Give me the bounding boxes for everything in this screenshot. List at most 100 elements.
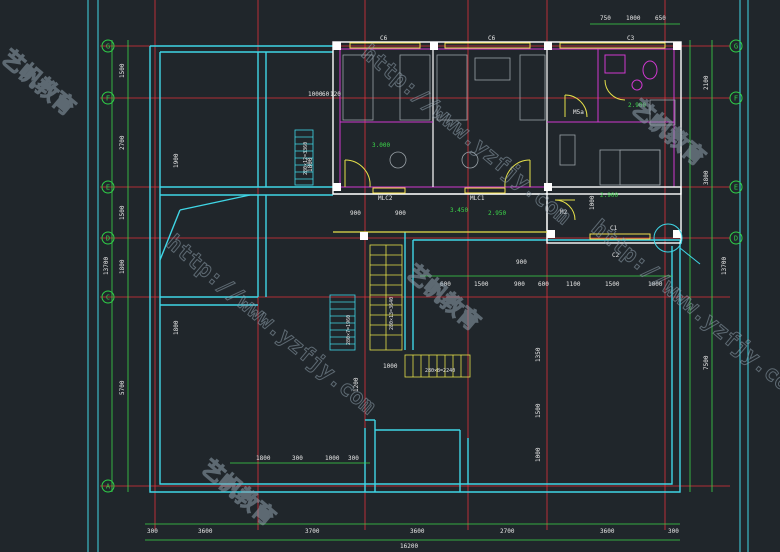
right-total: 13700 — [721, 257, 728, 275]
left-axis-label: C — [106, 294, 110, 302]
interior-dim-22: 1500 — [535, 403, 542, 418]
interior-dim-18: 300 — [348, 455, 359, 462]
label-c3: C3 — [627, 35, 635, 42]
drawing-frame — [87, 0, 749, 552]
label-m2: M2 — [560, 209, 568, 216]
left-axis-bubble — [101, 39, 115, 53]
right-axis-bubble — [729, 231, 743, 245]
watermarks: http://www.yzfjy.com http://www.yzfjy.co… — [0, 40, 780, 532]
columns — [333, 42, 681, 240]
elevation-5: 3.450 — [450, 207, 468, 214]
watermark-brand-2: 艺帆教育 — [0, 45, 80, 121]
interior-dim-23: 1800 — [173, 320, 180, 335]
label-mlc1: MLC1 — [470, 195, 485, 202]
bottom-dim-1: 300 — [147, 528, 158, 535]
stairs-left — [294, 129, 356, 351]
left-axis-label: F — [106, 95, 110, 103]
label-c1: C1 — [610, 225, 618, 232]
watermark-brand-3: 艺帆教育 — [196, 455, 280, 531]
interior-dim-16: 300 — [292, 455, 303, 462]
dimension-texts: 750 1000 650 1500 2700 1500 1800 5700 13… — [103, 15, 728, 550]
top-dim-3: 650 — [655, 15, 666, 22]
elevation-3: 2.950 — [488, 210, 506, 217]
windows — [349, 42, 666, 240]
left-dim-1: 1500 — [119, 63, 126, 78]
bathroom-fixtures — [604, 54, 658, 91]
interior-dim-8: 1500 — [474, 281, 489, 288]
left-axis-bubble — [101, 290, 115, 304]
watermark-brand-1: 艺帆教育 — [401, 260, 485, 336]
label-mlc2: MLC2 — [378, 195, 393, 202]
label-m5a: M5a — [573, 109, 584, 116]
stair-labels: 280×12=3360 280×13=3640 280×8=2240 280×7… — [303, 142, 455, 374]
left-total: 13700 — [103, 257, 110, 275]
left-axis-bubble — [101, 180, 115, 194]
interior-dim-12: 1500 — [605, 281, 620, 288]
watermark-brand-4: 艺帆教育 — [626, 95, 710, 171]
label-c6a: C6 — [380, 35, 388, 42]
top-dim-2: 1000 — [626, 15, 641, 22]
right-axis-label: F — [734, 95, 738, 103]
stairs — [369, 244, 471, 378]
left-axis-bubble — [101, 231, 115, 245]
interior-dim-17: 1000 — [325, 455, 340, 462]
bottom-dim-5: 2700 — [500, 528, 515, 535]
left-axis-bubbles: G F E D C A — [101, 39, 115, 493]
left-axis-label: A — [106, 483, 111, 491]
stair-label-2: 280×13=3640 — [389, 297, 395, 330]
bottom-total: 16200 — [400, 543, 418, 550]
interior-dim-25: 1000 — [589, 195, 596, 210]
interior-dim-26: 1800 — [307, 157, 314, 172]
interior-dim-1: 1000 — [308, 91, 323, 98]
right-axis-label: D — [734, 235, 738, 243]
left-axis-bubble — [101, 91, 115, 105]
bottom-dim-4: 3600 — [410, 528, 425, 535]
bottom-dim-2: 3600 — [198, 528, 213, 535]
interior-dim-19: 1200 — [353, 377, 360, 392]
interior-dim-3: 120 — [330, 91, 341, 98]
right-dim-2: 3800 — [703, 170, 710, 185]
interior-dim-14: 900 — [516, 259, 527, 266]
interior-dim-9: 900 — [514, 281, 525, 288]
interior-dim-20: 1000 — [383, 363, 398, 370]
elevation-2: 2.900 — [628, 102, 646, 109]
left-axis-label: G — [106, 43, 110, 51]
elevation-marks: 3.000 2.900 2.950 2.900 3.450 — [372, 102, 646, 217]
interior-dim-6: 1900 — [173, 153, 180, 168]
detail-callout-leader — [679, 247, 701, 265]
interior-dim-10: 600 — [538, 281, 549, 288]
top-dim-1: 750 — [600, 15, 611, 22]
left-dim-4: 1800 — [119, 259, 126, 274]
left-axis-bubble — [101, 479, 115, 493]
interior-dim-4: 900 — [350, 210, 361, 217]
left-dim-2: 2700 — [119, 135, 126, 150]
interior-dim-13: 1000 — [648, 281, 663, 288]
right-axis-bubble — [729, 39, 743, 53]
stair-label-1: 280×12=3360 — [303, 142, 309, 175]
bottom-dim-6: 3600 — [600, 528, 615, 535]
elevation-1: 3.000 — [372, 142, 390, 149]
stair-label-3: 280×8=2240 — [425, 368, 455, 374]
right-dim-1: 2100 — [703, 75, 710, 90]
doors — [344, 79, 626, 221]
interior-dim-21: 1350 — [535, 347, 542, 362]
interior-dim-15: 1800 — [256, 455, 271, 462]
interior-dim-11: 1100 — [566, 281, 581, 288]
left-axis-label: E — [106, 184, 110, 192]
dimension-lines — [111, 23, 713, 541]
bottom-dim-7: 300 — [668, 528, 679, 535]
right-axis-label: G — [734, 43, 738, 51]
left-axis-label: D — [106, 235, 110, 243]
upper-rooms — [332, 41, 682, 244]
room-labels: C6 C6 C3 MLC2 MLC1 M2 M5a C1 C2 — [378, 35, 635, 259]
interior-dim-2: 60 — [322, 91, 330, 98]
right-axis-bubble — [729, 180, 743, 194]
right-axis-bubble — [729, 91, 743, 105]
elevation-4: 2.900 — [600, 192, 618, 199]
furniture — [342, 54, 676, 186]
interior-dim-5: 900 — [395, 210, 406, 217]
stair-label-4: 280×7=1960 — [346, 315, 352, 345]
